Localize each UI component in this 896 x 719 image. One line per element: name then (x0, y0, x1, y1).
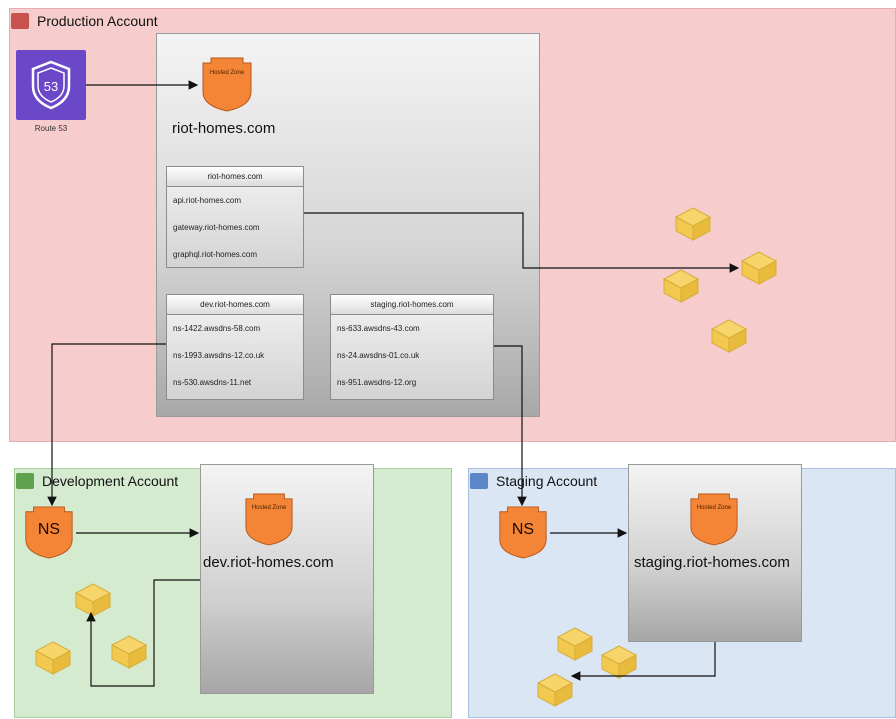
development-account-header: Development Account (16, 470, 178, 492)
record-row: ns-633.awsdns-43.com (337, 324, 420, 333)
staging-zone-name: staging.riot-homes.com (634, 554, 790, 571)
development-zone-name: dev.riot-homes.com (203, 554, 334, 571)
resource-cube-icon (674, 206, 712, 242)
dev-ns-records-box: dev.riot-homes.com ns-1422.awsdns-58.com… (166, 294, 304, 400)
record-row: graphql.riot-homes.com (173, 250, 258, 259)
account-icon (11, 13, 29, 29)
resource-cube-icon (710, 318, 748, 354)
records-box-header: staging.riot-homes.com (331, 295, 493, 315)
record-row: gateway.riot-homes.com (173, 223, 260, 232)
resource-cube-icon (556, 626, 594, 662)
hosted-zone-shield-icon: Hosted Zone (689, 492, 739, 546)
record-row: ns-530.awsdns-11.net (173, 378, 252, 387)
records-box-header: riot-homes.com (167, 167, 303, 187)
record-row: ns-1422.awsdns-58.com (173, 324, 261, 333)
account-icon (470, 473, 488, 489)
resource-cube-icon (110, 634, 148, 670)
staging-hosted-zone-panel (628, 464, 802, 642)
hosted-zone-label: Hosted Zone (696, 505, 732, 511)
resource-cube-icon (740, 250, 778, 286)
production-account-title: Production Account (37, 13, 158, 29)
staging-account-title: Staging Account (496, 473, 598, 489)
hosted-zone-label: Hosted Zone (251, 505, 287, 511)
resource-cube-icon (662, 268, 700, 304)
ns-shield-icon: NS (497, 505, 549, 559)
staging-ns-records-box: staging.riot-homes.com ns-633.awsdns-43.… (330, 294, 494, 400)
record-row: ns-24.awsdns-01.co.uk (337, 351, 420, 360)
resource-cube-icon (34, 640, 72, 676)
hosted-zone-shield-icon: Hosted Zone (201, 56, 253, 112)
ns-label: NS (511, 521, 535, 538)
ns-label: NS (37, 521, 61, 538)
record-row: ns-1993.awsdns-12.co.uk (173, 351, 265, 360)
resource-cube-icon (600, 644, 638, 680)
development-account-title: Development Account (42, 473, 179, 489)
record-row: api.riot-homes.com (173, 196, 242, 205)
route53-icon: 53 (16, 50, 86, 120)
resource-cube-icon (536, 672, 574, 708)
staging-account-header: Staging Account (470, 470, 597, 492)
record-row: ns-951.awsdns-12.org (337, 378, 417, 387)
account-icon (16, 473, 34, 489)
riot-homes-records-box: riot-homes.com api.riot-homes.com gatewa… (166, 166, 304, 268)
records-box-header: dev.riot-homes.com (167, 295, 303, 315)
hosted-zone-label: Hosted Zone (209, 70, 245, 76)
resource-cube-icon (74, 582, 112, 618)
ns-shield-icon: NS (23, 505, 75, 559)
production-zone-name: riot-homes.com (172, 120, 276, 137)
route53-label: Route 53 (34, 124, 68, 133)
production-account-header: Production Account (11, 10, 158, 32)
svg-text:53: 53 (44, 79, 58, 94)
hosted-zone-shield-icon: Hosted Zone (244, 492, 294, 546)
